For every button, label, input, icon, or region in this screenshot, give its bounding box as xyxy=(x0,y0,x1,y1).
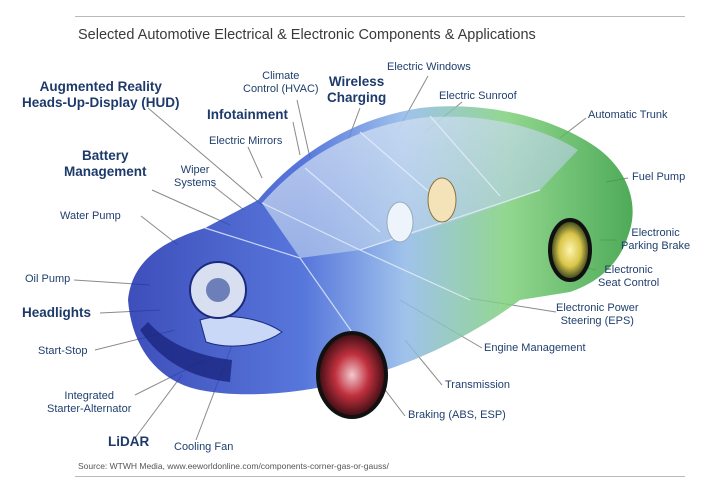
label-electric-mirrors: Electric Mirrors xyxy=(209,135,283,147)
label-electric-sunroof: Electric Sunroof xyxy=(439,90,517,102)
label-wiper-line1: Wiper xyxy=(180,164,210,176)
label-isa-line1: Integrated xyxy=(64,390,114,402)
label-climate-line1: Climate xyxy=(262,70,300,82)
label-wiper-line2: Systems xyxy=(174,177,217,189)
label-ar-hud-line1: Augmented Reality xyxy=(39,79,162,94)
label-eps-line2: Steering (EPS) xyxy=(560,315,634,327)
label-fuel-pump: Fuel Pump xyxy=(632,171,686,183)
label-integrated-starter-alternator: Integrated Starter-Alternator xyxy=(47,390,131,416)
label-isa-line2: Starter-Alternator xyxy=(47,403,132,415)
label-wireless-line1: Wireless xyxy=(328,74,385,89)
label-battery-line1: Battery xyxy=(82,148,129,163)
label-seat-control-line2: Seat Control xyxy=(598,277,660,289)
bottom-rule xyxy=(75,476,685,477)
label-cooling-fan: Cooling Fan xyxy=(174,441,234,453)
figure-title: Selected Automotive Electrical & Electro… xyxy=(78,27,536,43)
label-wireless-charging: Wireless Charging xyxy=(327,74,386,106)
label-wiper-systems: Wiper Systems xyxy=(174,164,216,190)
source-note: Source: WTWH Media, www.eeworldonline.co… xyxy=(78,461,389,471)
label-electric-windows: Electric Windows xyxy=(387,61,471,73)
label-electronic-power-steering: Electronic Power Steering (EPS) xyxy=(556,302,639,328)
label-seat-control-line1: Electronic xyxy=(604,264,653,276)
label-parking-brake-line2: Parking Brake xyxy=(621,240,691,252)
label-braking: Braking (ABS, ESP) xyxy=(408,409,506,421)
label-automatic-trunk: Automatic Trunk xyxy=(588,109,668,121)
label-infotainment: Infotainment xyxy=(207,107,288,122)
label-parking-brake-line1: Electronic xyxy=(631,227,680,239)
label-battery-line2: Management xyxy=(64,164,147,179)
label-headlights: Headlights xyxy=(22,305,92,320)
label-transmission: Transmission xyxy=(445,379,510,391)
label-start-stop: Start-Stop xyxy=(38,345,88,357)
label-battery-management: Battery Management xyxy=(64,148,147,180)
label-lidar: LiDAR xyxy=(108,434,150,449)
label-eps-line1: Electronic Power xyxy=(556,302,639,314)
label-engine-management: Engine Management xyxy=(484,342,586,354)
label-ar-hud-line2: Heads-Up-Display (HUD) xyxy=(22,95,180,110)
label-electronic-parking-brake: Electronic Parking Brake xyxy=(621,227,690,253)
label-water-pump: Water Pump xyxy=(60,210,121,222)
car-body xyxy=(128,106,633,419)
label-oil-pump: Oil Pump xyxy=(25,273,71,285)
label-climate-control: Climate Control (HVAC) xyxy=(243,70,319,96)
label-electronic-seat-control: Electronic Seat Control xyxy=(598,264,659,290)
label-ar-hud: Augmented Reality Heads-Up-Display (HUD) xyxy=(22,79,180,111)
label-climate-line2: Control (HVAC) xyxy=(243,83,319,95)
top-rule xyxy=(75,16,685,17)
label-wireless-line2: Charging xyxy=(327,90,387,105)
